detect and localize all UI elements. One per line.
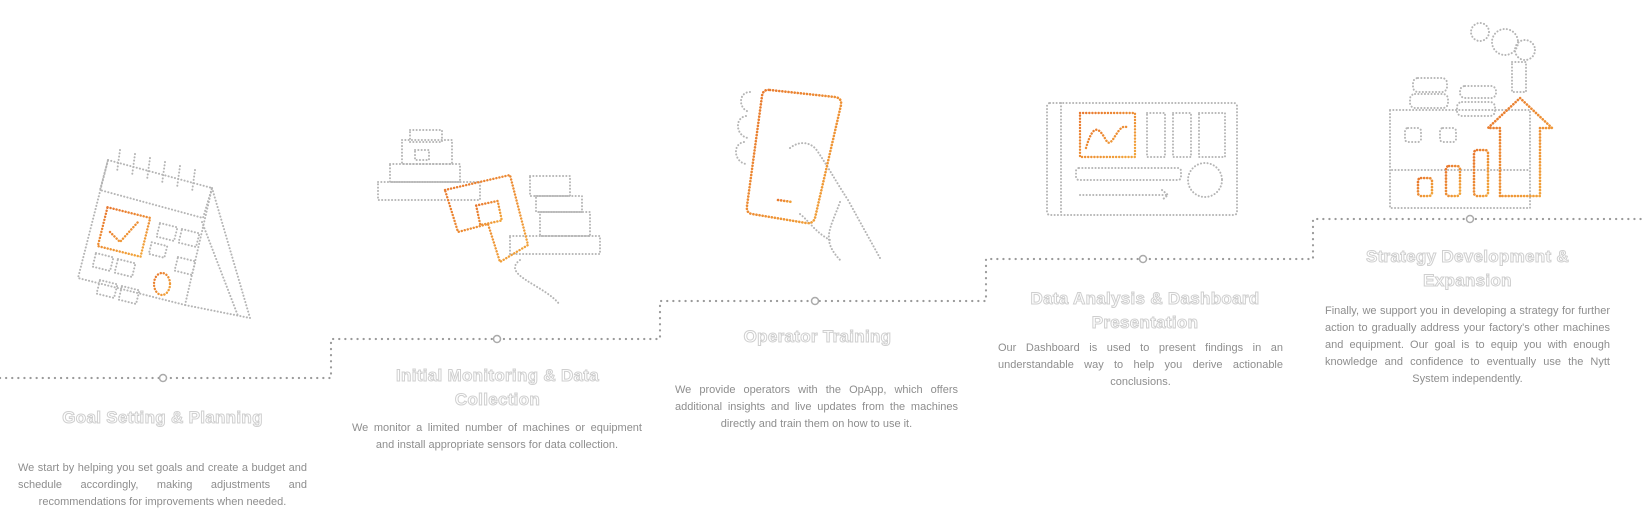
step-5-description: Finally, we support you in developing a … <box>1325 303 1610 388</box>
step-4-description: Our Dashboard is used to present finding… <box>998 340 1283 391</box>
step-5-title: Strategy Development & Expansion <box>1340 245 1595 293</box>
step-1-title: Goal Setting & Planning <box>30 406 295 430</box>
hand-phone-icon <box>736 90 880 262</box>
calendar-checkmark-icon <box>78 150 250 318</box>
factory-growth-icon <box>1390 23 1552 208</box>
step-3-title: Operator Training <box>700 325 935 349</box>
step-1-description: We start by helping you set goals and cr… <box>18 460 307 511</box>
step-marker-1 <box>160 375 167 382</box>
step-marker-3 <box>812 298 819 305</box>
step-marker-2 <box>494 336 501 343</box>
step-4-title: Data Analysis & Dashboard Presentation <box>1010 287 1280 335</box>
step-3-description: We provide operators with the OpApp, whi… <box>675 382 958 433</box>
step-2-description: We monitor a limited number of machines … <box>352 420 642 454</box>
step-marker-5 <box>1467 216 1474 223</box>
dashboard-icon <box>1047 103 1237 215</box>
sensor-machines-icon <box>378 130 600 305</box>
step-2-title: Initial Monitoring & Data Collection <box>370 364 625 412</box>
step-marker-4 <box>1140 256 1147 263</box>
